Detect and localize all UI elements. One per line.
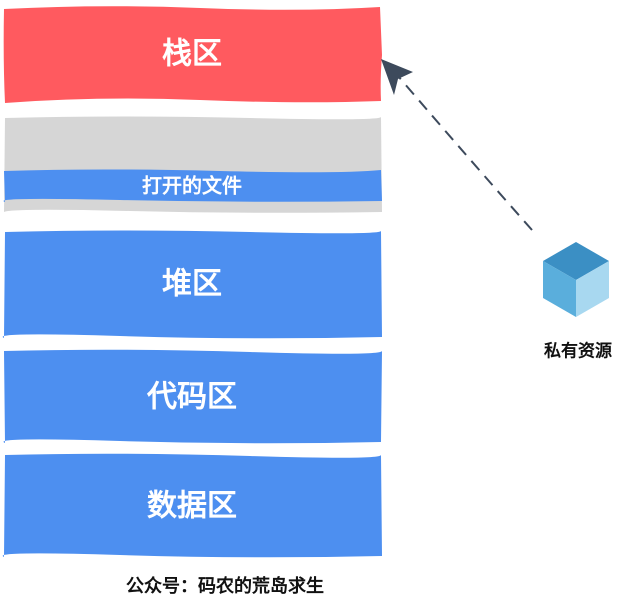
heap-block: 堆区 (2, 230, 382, 339)
stack-block: 栈区 (3, 6, 383, 104)
resource-label: 私有资源 (544, 341, 612, 362)
code-block: 代码区 (3, 349, 382, 444)
pointer-arrow (381, 59, 533, 231)
data-block: 数据区 (2, 453, 382, 558)
stack-label: 栈区 (162, 37, 222, 72)
data-label: 数据区 (147, 489, 237, 524)
heap-label: 堆区 (162, 267, 222, 302)
footer-caption: 公众号：码农的荒岛求生 (126, 575, 324, 597)
code-label: 代码区 (146, 380, 237, 415)
open-files-block: 打开的文件 (3, 169, 382, 202)
cube-icon (543, 242, 609, 317)
open-files-label: 打开的文件 (142, 174, 242, 198)
